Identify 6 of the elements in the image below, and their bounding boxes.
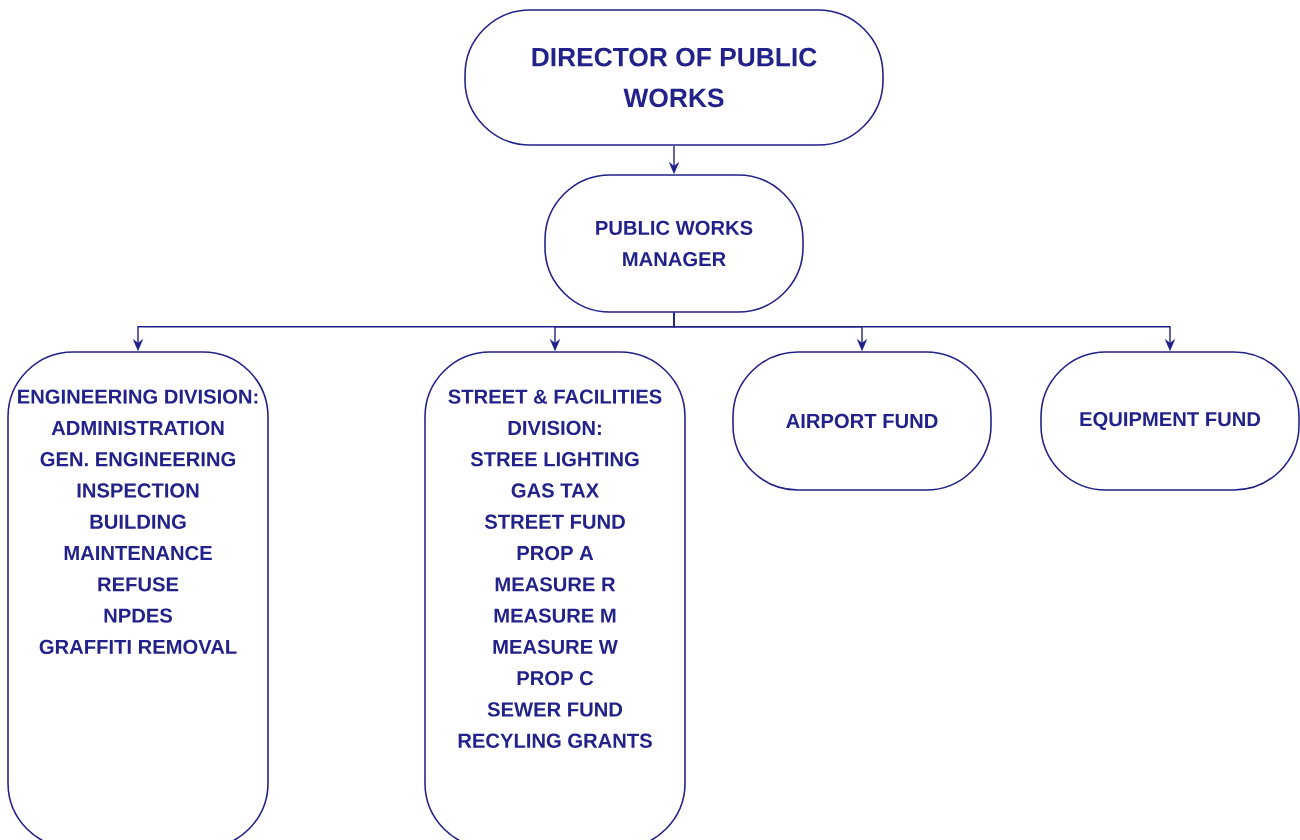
role-box: AIRPORT FUND — [732, 351, 992, 491]
division-box: STREET & FACILITIES DIVISION: STREE LIGHTING GAS TAX STREET FUND PROP A MEASURE R MEASURE M MEASURE W PROP C SEWER FUND RECYLING GRANTS — [424, 351, 686, 840]
division-box: ENGINEERING DIVISION: ADMINISTRATION GEN. ENGINEERING INSPECTION BUILDING MAINTENANCE REFUSE NPDES GRAFFITI REMOVAL — [7, 351, 269, 840]
role-box: EQUIPMENT FUND — [1040, 351, 1300, 491]
role-box: DIRECTOR OF PUBLIC WORKS — [464, 9, 884, 146]
role-box: PUBLIC WORKS MANAGER — [544, 174, 804, 313]
